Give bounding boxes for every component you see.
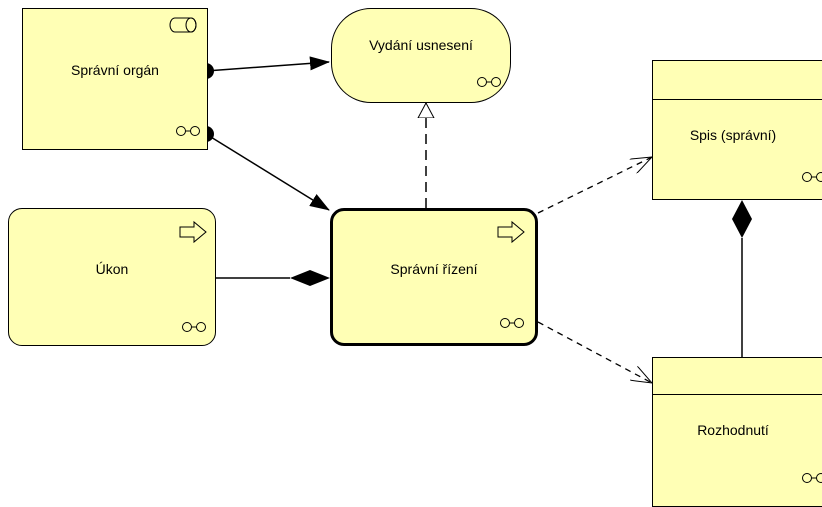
node-label: Úkon: [9, 261, 215, 277]
service-icon: [801, 171, 822, 183]
node-label: Rozhodnutí: [633, 422, 822, 438]
node-rozhodnuti[interactable]: Rozhodnutí: [652, 357, 822, 507]
node-label: Vydání usnesení: [332, 37, 510, 53]
edge-ukon-composition-rizeni[interactable]: [216, 270, 330, 286]
node-spis[interactable]: Spis (správní): [652, 60, 822, 200]
node-label: Správní orgán: [23, 62, 207, 78]
object-header: [653, 358, 822, 395]
service-icon: [801, 472, 822, 484]
node-spravni-organ[interactable]: Správní orgán: [22, 8, 208, 150]
service-icon: [181, 321, 207, 333]
node-vydani-usneseni[interactable]: Vydání usnesení: [331, 8, 511, 103]
edge-rizeni-access-spis[interactable]: [538, 157, 652, 213]
object-header: [653, 61, 822, 100]
service-icon: [499, 317, 525, 329]
process-arrow-icon: [497, 221, 525, 243]
node-label: Správní řízení: [333, 261, 535, 277]
service-icon: [476, 76, 502, 88]
edge-organ-to-usneseni[interactable]: [198, 62, 329, 79]
edge-spis-composition-rozhodnuti[interactable]: [732, 200, 752, 357]
process-arrow-icon: [179, 221, 207, 243]
node-ukon[interactable]: Úkon: [8, 208, 216, 346]
node-spravni-rizeni[interactable]: Správní řízení: [330, 208, 538, 346]
role-icon: [169, 17, 197, 33]
composition-diamond: [732, 200, 752, 238]
edge-rizeni-access-rozhodnuti[interactable]: [538, 322, 652, 383]
service-icon: [175, 125, 201, 137]
edge-organ-to-rizeni[interactable]: [198, 126, 329, 210]
node-label: Spis (správní): [633, 127, 822, 143]
composition-diamond: [290, 270, 330, 286]
